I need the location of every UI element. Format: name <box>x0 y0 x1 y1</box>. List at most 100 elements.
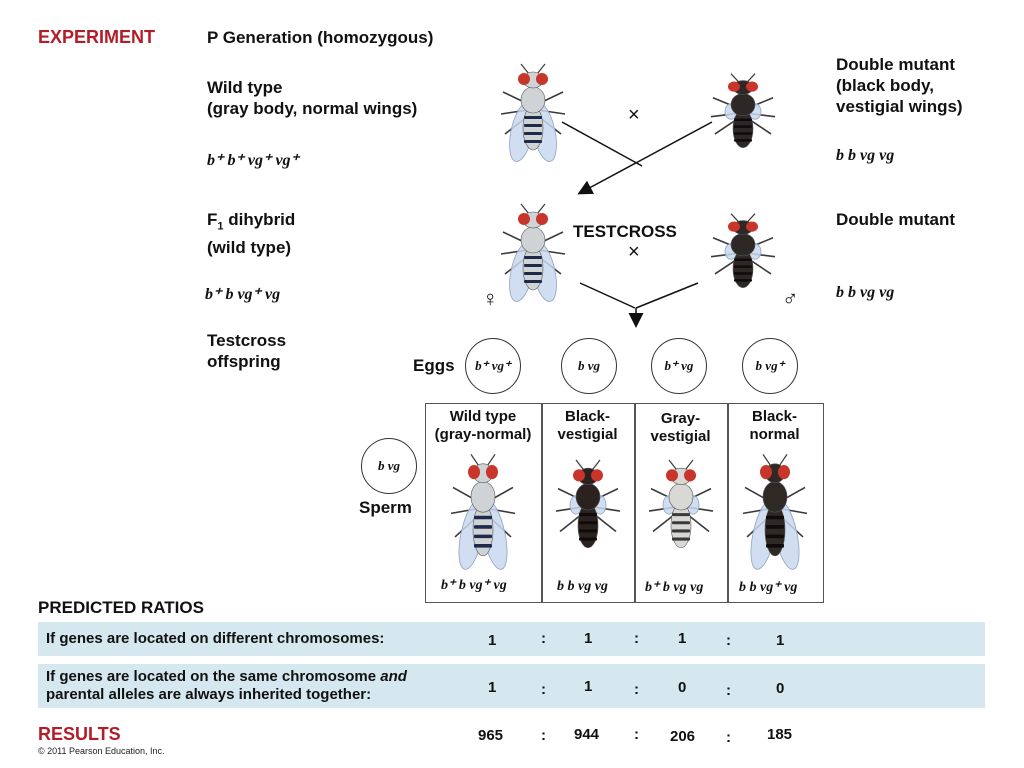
ratio-row-different-chromosomes <box>38 622 985 656</box>
double-mutant-line1: Double mutant <box>836 55 955 74</box>
wild-type-genotype: b⁺ b⁺ vg⁺ vg⁺ <box>207 152 299 169</box>
col-title-line1: Black- <box>564 408 611 425</box>
col-title-wild-type: Wild type (gray-normal) <box>425 408 541 444</box>
experiment-heading: EXPERIMENT <box>38 27 156 47</box>
f1-genotype: b⁺ b vg⁺ vg <box>205 286 281 303</box>
result-sep-1: : <box>541 727 546 744</box>
offspring-line1: Testcross <box>207 331 287 350</box>
f1-wild-type-fly-icon <box>500 203 566 302</box>
f1-wild-type: (wild type) <box>207 238 292 258</box>
col-title-line2: normal <box>749 426 800 443</box>
ratio-row1-sep-2: : <box>634 630 639 647</box>
ratio-row1-value-2: 1 <box>584 630 593 647</box>
ratio-row1-sep-1: : <box>541 630 546 647</box>
ratio-row1-sep-3: : <box>726 632 731 649</box>
egg-circle-1: b⁺ vg⁺ <box>465 338 521 394</box>
offspring-fly-wild-type-icon <box>450 454 516 570</box>
double-mutant-genotype: b b vg vg <box>836 147 895 164</box>
ratio-row2-text: If genes are located on the same chromos… <box>46 668 407 704</box>
ratio-row1-text: If genes are located on different chromo… <box>46 630 385 647</box>
result-value-4: 185 <box>767 726 793 743</box>
sperm-label: Sperm <box>359 498 412 517</box>
ratio-row2-value-1: 1 <box>488 679 497 696</box>
f1-letter: F <box>207 210 218 229</box>
ratio-row2-sep-1: : <box>541 681 546 698</box>
col-title-line1: Gray- <box>660 410 701 427</box>
p-cross-arrow <box>577 121 713 195</box>
wild-type-fly-icon <box>500 63 566 162</box>
double-mutant-fly-icon <box>710 73 776 148</box>
f1-double-mutant-genotype: b b vg vg <box>836 284 895 301</box>
offspring-fly-gray-vestigial-icon <box>648 459 714 549</box>
table-divider-1 <box>541 403 543 603</box>
ratio-row1-value-4: 1 <box>776 632 785 649</box>
result-value-1: 965 <box>478 727 504 744</box>
double-mutant-label: Double mutant (black body, vestigial win… <box>836 54 963 117</box>
egg-circle-4: b vg⁺ <box>742 338 798 394</box>
col-title-gray-vestigial: Gray- vestigial <box>634 410 727 446</box>
ratio-row2-text-b: parental alleles are always inherited to… <box>46 686 372 703</box>
ratio-row2-sep-2: : <box>634 681 639 698</box>
f1-dihybrid-label: F1 dihybrid (wild type) <box>207 209 295 258</box>
eggs-label: Eggs <box>413 356 455 375</box>
egg-genotype: b vg <box>577 358 601 373</box>
egg-circle-3: b⁺ vg <box>651 338 707 394</box>
double-mutant-line3: vestigial wings) <box>836 97 963 116</box>
sperm-circle: b vg <box>361 438 417 494</box>
sperm-genotype: b vg <box>377 458 401 473</box>
double-mutant-line2: (black body, <box>836 76 934 95</box>
table-divider-3 <box>727 403 729 603</box>
testcross-line-right <box>635 282 699 309</box>
female-symbol: ♀ <box>482 286 499 311</box>
p-generation-heading: P Generation (homozygous) <box>207 28 434 47</box>
result-value-2: 944 <box>574 726 600 743</box>
f1-double-mutant-label: Double mutant <box>836 210 955 229</box>
result-sep-3: : <box>726 729 731 746</box>
col-title-line2: vestigial <box>557 426 618 443</box>
copyright-text: © 2011 Pearson Education, Inc. <box>38 746 165 756</box>
ratio-row2-value-3: 0 <box>678 679 687 696</box>
table-divider-2 <box>634 403 636 603</box>
egg-genotype: b vg⁺ <box>755 358 785 373</box>
egg-genotype: b⁺ vg <box>664 358 694 373</box>
f1-subscript: 1 <box>217 220 224 233</box>
col-title-line1: Black- <box>751 408 798 425</box>
ratio-row1-value-1: 1 <box>488 632 497 649</box>
offspring-line2: offspring <box>207 352 281 371</box>
offspring-table <box>425 403 824 603</box>
f1-double-mutant-fly-icon <box>710 213 776 288</box>
col-title-black-normal: Black- normal <box>727 408 822 444</box>
testcross-line-left <box>579 282 636 309</box>
offspring-genotype-2: b b vg vg <box>557 579 608 594</box>
col-title-line2: vestigial <box>650 428 711 445</box>
ratio-row2-value-2: 1 <box>584 678 593 695</box>
offspring-genotype-1: b⁺ b vg⁺ vg <box>441 578 507 593</box>
offspring-genotype-3: b⁺ b vg vg <box>645 580 704 595</box>
wild-type-label: Wild type (gray body, normal wings) <box>207 77 417 119</box>
p-cross-line-left <box>561 121 643 167</box>
offspring-fly-black-normal-icon <box>742 454 808 570</box>
col-title-black-vestigial: Black- vestigial <box>541 408 634 444</box>
col-title-line1: Wild type <box>449 408 517 425</box>
col-title-line2: (gray-normal) <box>434 426 532 443</box>
egg-genotype: b⁺ vg⁺ <box>475 358 511 373</box>
ratio-row2-value-4: 0 <box>776 680 785 697</box>
ratio-row2-text-a: If genes are located on the same chromos… <box>46 668 381 685</box>
ratio-row2-text-and: and <box>380 668 407 685</box>
testcross-label: TESTCROSS <box>573 222 677 241</box>
results-heading: RESULTS <box>38 724 121 744</box>
predicted-ratios-heading: PREDICTED RATIOS <box>38 598 204 617</box>
offspring-genotype-4: b b vg⁺ vg <box>739 580 798 595</box>
f1-dihybrid-word: dihybrid <box>223 210 296 229</box>
result-sep-2: : <box>634 726 639 743</box>
ratio-row2-sep-3: : <box>726 682 731 699</box>
ratio-row-same-chromosome <box>38 664 985 708</box>
wild-type-line1: Wild type <box>207 78 283 97</box>
ratio-row1-value-3: 1 <box>678 630 687 647</box>
offspring-fly-black-vestigial-icon <box>555 459 621 549</box>
egg-circle-2: b vg <box>561 338 617 394</box>
testcross-offspring-label: Testcross offspring <box>207 330 286 372</box>
result-value-3: 206 <box>670 728 696 745</box>
male-symbol: ♂ <box>782 286 799 311</box>
